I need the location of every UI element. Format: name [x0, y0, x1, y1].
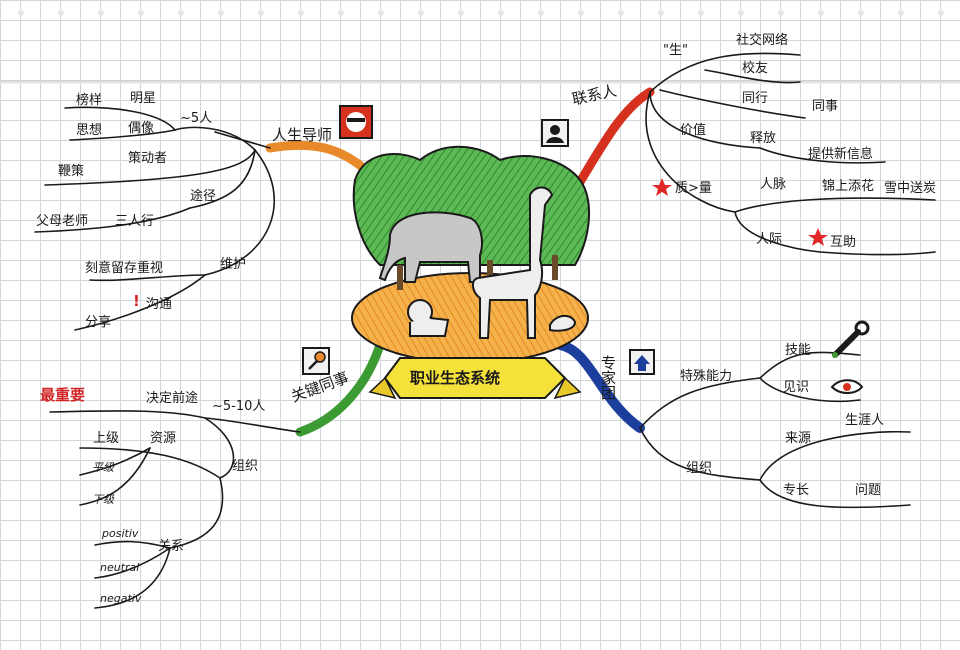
colleagues-group-0: 最重要 — [40, 386, 86, 404]
punch-hole — [858, 10, 864, 16]
contacts-leaf-2-2: 人际 — [756, 232, 783, 247]
contacts-group-1: 价值 — [680, 123, 707, 138]
contact-icon — [541, 119, 569, 147]
contacts-leaf-1-0: 释放 — [750, 131, 777, 146]
ground-platform — [351, 272, 589, 364]
punch-hole — [58, 10, 64, 16]
experts-group-1: 组织 — [686, 461, 713, 476]
experts-leaf-0-1: 见识 — [783, 380, 810, 395]
punch-hole — [938, 10, 944, 16]
punch-hole — [18, 10, 24, 16]
punch-hole — [698, 10, 704, 16]
star-icon — [652, 178, 828, 246]
rabbit — [549, 314, 577, 332]
eye-icon — [830, 379, 864, 394]
mentor-count: ~5人 — [180, 111, 213, 126]
mentor-leaf-3-0: 父母老师 — [36, 214, 89, 229]
colleagues-group-2: 组织 — [232, 459, 259, 474]
mentor-group-0: 榜样 — [76, 93, 103, 108]
colleagues-leaf-2-1: 上级 — [93, 431, 120, 446]
house-icon — [629, 349, 655, 375]
punch-hole — [818, 10, 824, 16]
experts-leaf-1-2: 专长 — [783, 483, 810, 498]
mentor-leaf-3-1: 三人行 — [115, 214, 155, 229]
contacts-leaf-2-4: 雪中送炭 — [884, 181, 937, 196]
experts-leaf-0-0: 技能 — [785, 343, 812, 358]
mentor-leaf-1-0: 偶像 — [128, 121, 155, 136]
exclamation-icon: ! — [133, 292, 140, 310]
punch-hole — [458, 10, 464, 16]
experts-leaf-1-3: 问题 — [855, 483, 882, 498]
punch-hole — [338, 10, 344, 16]
contacts-leaf-2-0: 人脉 — [760, 177, 787, 192]
elephant — [378, 211, 483, 283]
colleagues-leaf-2-2: 平级 — [92, 461, 114, 474]
contacts-leaf-0-0: 社交网络 — [736, 33, 789, 48]
key-icon — [302, 347, 330, 375]
punch-hole — [218, 10, 224, 16]
experts-branch — [555, 340, 645, 433]
mentor-group-2: 鞭策 — [58, 164, 85, 179]
colleagues-group-3: 关系 — [158, 539, 185, 554]
mentor-group-3: 途径 — [190, 189, 217, 204]
contacts-group-0: "生" — [663, 43, 688, 58]
contacts-leaf-0-2: 同行 — [742, 91, 769, 106]
punch-hole — [658, 10, 664, 16]
punch-hole — [618, 10, 624, 16]
punch-hole — [498, 10, 504, 16]
mentor-leaf-4-2: 沟通 — [146, 297, 173, 312]
colleagues-branch — [295, 340, 385, 437]
punch-hole — [378, 10, 384, 16]
punch-hole — [98, 10, 104, 16]
mentor-leaf-0-0: 明星 — [130, 91, 157, 106]
contacts-leaf-1-1: 提供新信息 — [808, 147, 874, 162]
colleagues-leaf-2-3: 下级 — [92, 493, 114, 506]
colleagues-leaf-3-1: neutral — [100, 561, 140, 574]
experts-group-0: 特殊能力 — [680, 369, 733, 384]
central-title: 职业生态系统 — [410, 369, 501, 387]
experts-title: 专家团 — [599, 355, 617, 400]
contacts-leaf-2-3: 互助 — [830, 235, 857, 250]
punch-hole — [138, 10, 144, 16]
punch-hole — [578, 10, 584, 16]
punch-hole — [778, 10, 784, 16]
mentor-leaf-2-0: 策动者 — [128, 151, 168, 166]
contacts-branch — [570, 87, 655, 195]
punch-hole — [898, 10, 904, 16]
experts-leaf-1-1: 生涯人 — [845, 413, 885, 428]
wrench-icon — [832, 320, 870, 358]
punch-hole — [178, 10, 184, 16]
contacts-group-2: 质>量 — [675, 181, 712, 196]
paper-fold — [0, 80, 960, 84]
mentor-title: 人生导师 — [272, 126, 333, 144]
contacts-leaf-2-1: 锦上添花 — [822, 179, 875, 194]
mentor-leaf-4-0: 刻意留存重视 — [85, 261, 164, 276]
punch-hole — [418, 10, 424, 16]
punch-hole — [298, 10, 304, 16]
mask-icon — [339, 105, 373, 139]
mentor-group-4: 维护 — [220, 257, 247, 272]
experts-leaf-1-0: 来源 — [785, 431, 812, 446]
colleagues-leaf-3-0: positiv — [102, 527, 139, 540]
colleagues-group-1: 决定前途 — [146, 391, 199, 406]
punch-hole — [258, 10, 264, 16]
colleagues-leaf-2-0: 资源 — [150, 431, 177, 446]
colleagues-count: ~5-10人 — [212, 399, 266, 414]
colleagues-leaf-3-2: negativ — [100, 592, 142, 605]
contacts-leaf-0-1: 校友 — [742, 61, 769, 76]
mentor-group-1: 思想 — [76, 123, 103, 138]
contacts-leaf-0-3: 同事 — [812, 99, 839, 114]
central-illustration — [351, 145, 591, 400]
punch-hole — [738, 10, 744, 16]
punch-hole — [538, 10, 544, 16]
giraffe — [472, 186, 554, 339]
mentor-leaf-4-1: 分享 — [85, 315, 112, 330]
